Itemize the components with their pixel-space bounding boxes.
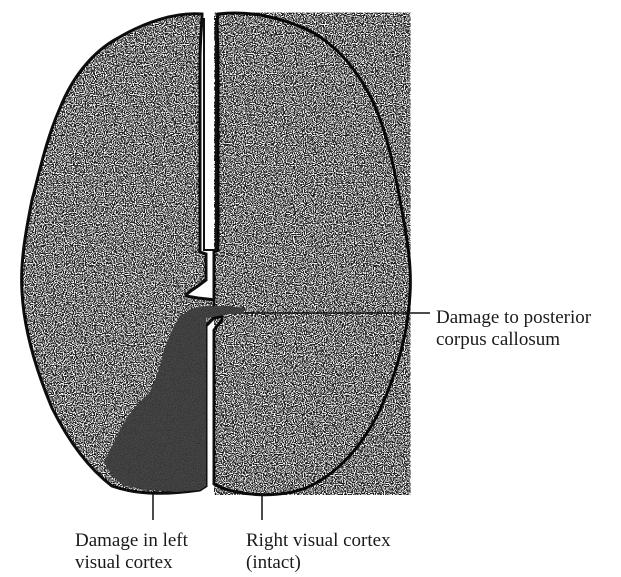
label-callosum-damage: Damage to posterior corpus callosum (436, 307, 591, 351)
label-callosum-line1: Damage to posterior (436, 307, 591, 329)
right-hemisphere (214, 13, 410, 495)
label-right-line2: (intact) (246, 552, 391, 574)
label-right-cortex: Right visual cortex (intact) (246, 530, 391, 574)
label-left-cortex-damage: Damage in left visual cortex (75, 530, 188, 574)
label-left-line1: Damage in left (75, 530, 188, 552)
label-right-line1: Right visual cortex (246, 530, 391, 552)
label-callosum-line2: corpus callosum (436, 329, 591, 351)
label-left-line2: visual cortex (75, 552, 188, 574)
longitudinal-fissure (204, 18, 216, 250)
